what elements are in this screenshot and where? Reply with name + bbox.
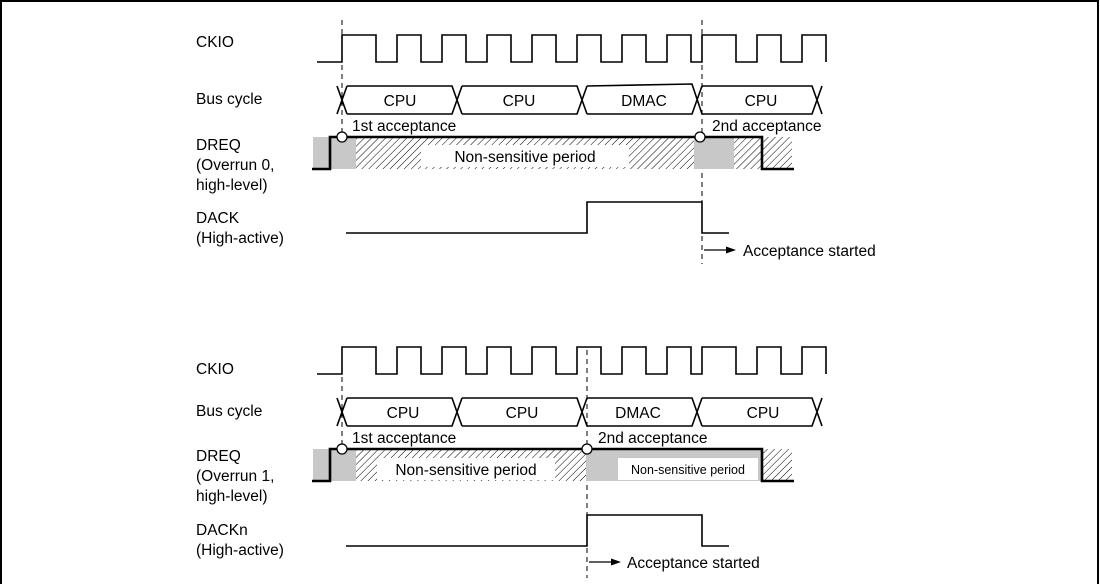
top-ckio-label: CKIO xyxy=(196,34,234,51)
bottom-dack-label-line2: (High-active) xyxy=(196,542,284,559)
bottom-period-label-bg-2 xyxy=(618,458,758,480)
bottom-dreq-waveform xyxy=(312,447,794,483)
bottom-bus-cycle-1: CPU xyxy=(387,405,420,422)
top-bus-cycle-4: CPU xyxy=(745,93,778,110)
top-arrow-head xyxy=(726,246,736,254)
bottom-diagram: CKIO Bus cycle DREQ (Overrun 1, high-lev… xyxy=(196,346,827,578)
bottom-acceptance-point-2 xyxy=(581,443,593,455)
top-dack-label-line1: DACK xyxy=(196,210,240,227)
bottom-dreq-hatch-2 xyxy=(762,449,792,481)
top-dack-label-line2: (High-active) xyxy=(196,230,284,247)
top-bus-cycle-waveform xyxy=(336,83,823,115)
top-acceptance-point-2 xyxy=(694,131,706,143)
bottom-non-sensitive-period-1: Non-sensitive period xyxy=(395,462,536,479)
bottom-dreq-shade-1 xyxy=(313,449,356,481)
top-bus-cycle-3: DMAC xyxy=(621,93,667,110)
top-dreq-label-line3: high-level) xyxy=(196,177,268,194)
bottom-dreq-label-line1: DREQ xyxy=(196,448,241,465)
bottom-bus-cycle-4: CPU xyxy=(747,405,780,422)
top-diagram: CKIO Bus cycle DREQ (Overrun 0, high-lev… xyxy=(196,20,876,264)
top-acceptance-started: Acceptance started xyxy=(743,243,876,260)
bottom-bus-cycle-waveform xyxy=(336,397,823,427)
bottom-ckio-label: CKIO xyxy=(196,361,234,378)
top-dack-waveform xyxy=(346,201,729,234)
top-second-acceptance: 2nd acceptance xyxy=(712,118,821,135)
bottom-bus-cycle-3: DMAC xyxy=(615,405,661,422)
top-bus-cycle-label: Bus cycle xyxy=(196,91,262,108)
top-ckio-waveform xyxy=(317,34,827,63)
bottom-ckio-waveform xyxy=(317,346,827,375)
bottom-second-acceptance: 2nd acceptance xyxy=(598,430,707,447)
bottom-dack-label-line1: DACKn xyxy=(196,522,248,539)
bottom-acceptance-point-1 xyxy=(336,443,348,455)
bottom-dreq-label-line2: (Overrun 1, xyxy=(196,468,274,485)
bottom-non-sensitive-period-2: Non-sensitive period xyxy=(631,463,745,477)
top-bus-cycle-1: CPU xyxy=(384,93,417,110)
top-bus-cycle-2: CPU xyxy=(503,93,536,110)
top-dreq-label-line1: DREQ xyxy=(196,137,241,154)
top-period-label-bg xyxy=(421,145,629,167)
top-dreq-waveform xyxy=(312,135,794,171)
bottom-first-acceptance: 1st acceptance xyxy=(352,430,456,447)
bottom-acceptance-started: Acceptance started xyxy=(627,555,760,572)
bottom-bus-cycle-2: CPU xyxy=(506,405,539,422)
bottom-bus-cycle-label: Bus cycle xyxy=(196,403,262,420)
top-acceptance-point-1 xyxy=(336,131,348,143)
bottom-dreq-label-line3: high-level) xyxy=(196,488,268,505)
top-non-sensitive-period: Non-sensitive period xyxy=(454,149,595,166)
top-dreq-label-line2: (Overrun 0, xyxy=(196,157,274,174)
bottom-dack-waveform xyxy=(346,514,729,547)
top-first-acceptance: 1st acceptance xyxy=(352,118,456,135)
bottom-period-label-bg-1 xyxy=(377,458,555,480)
top-dreq-shade-1 xyxy=(313,137,356,169)
bottom-arrow-head xyxy=(611,558,621,566)
